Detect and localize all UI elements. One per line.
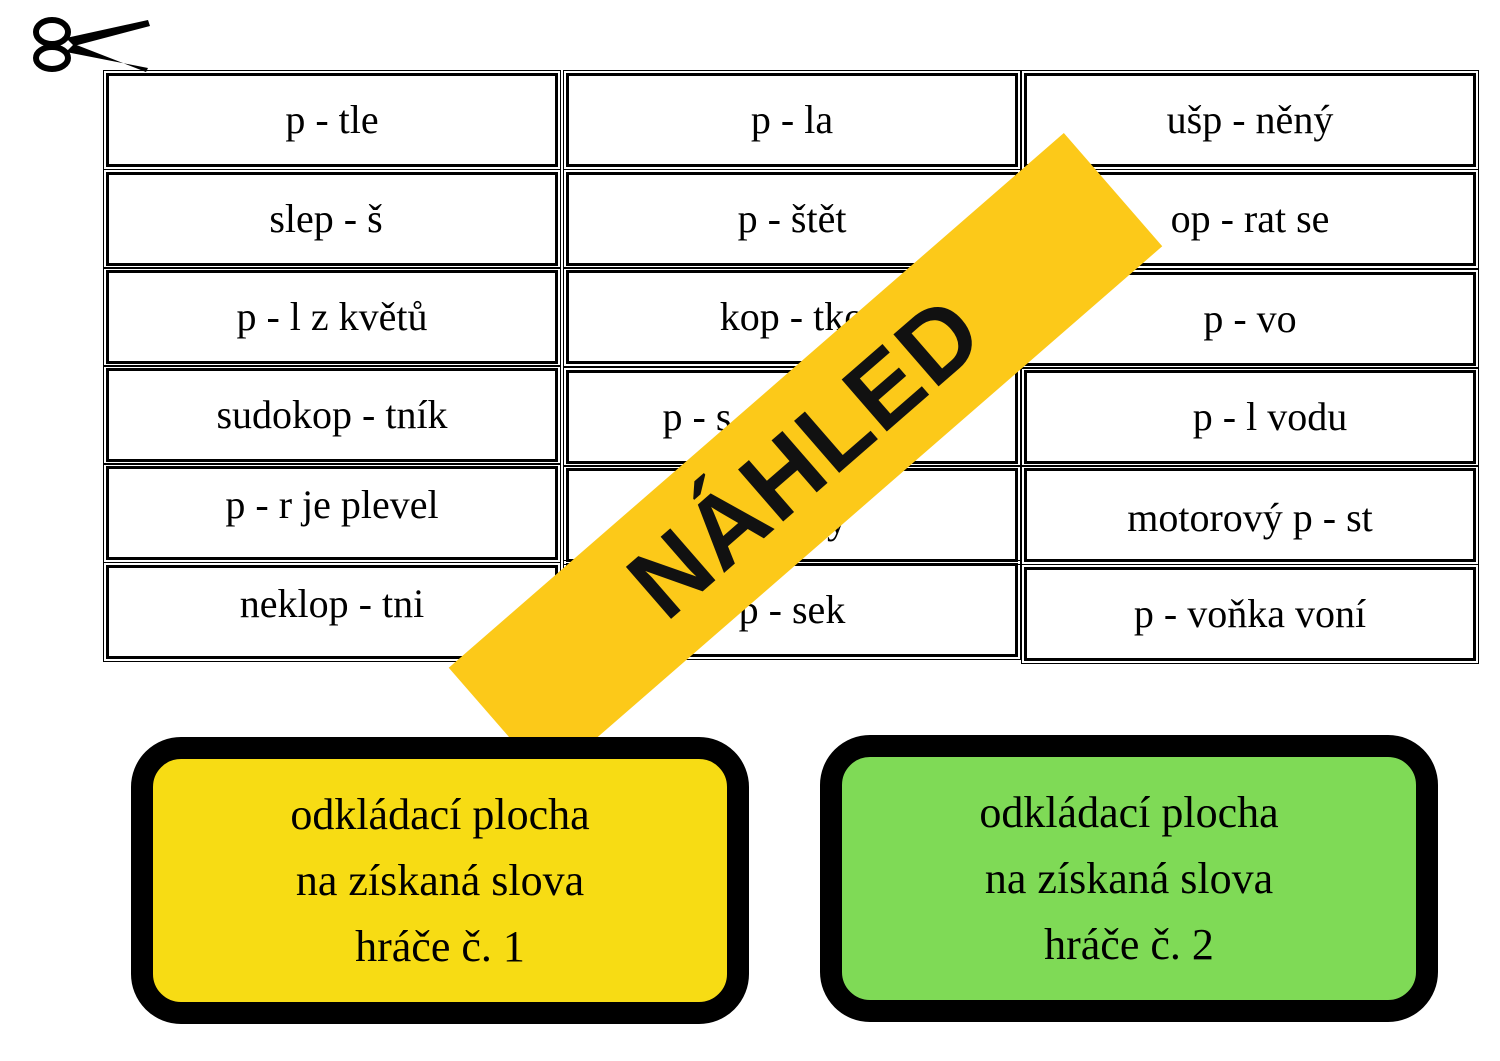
player-2-discard-area[interactable]: odkládací plocha na získaná slova hráče … [820,735,1438,1022]
word-card-text: op - rat se [1170,196,1330,241]
pile-line: na získaná slova [984,853,1274,903]
word-card-text: p - tle [285,97,379,142]
scissors-icon [33,17,150,72]
word-card-text: ušp - něný [1166,97,1334,142]
word-card-text: sudokop - tník [216,392,448,437]
word-card[interactable]: slep - š [103,169,561,269]
word-card[interactable]: ušp - něný [1021,70,1479,170]
word-card-text: p - s [662,394,732,439]
word-card[interactable]: p - tle [103,70,561,170]
word-card[interactable]: p - l vodu [1021,367,1479,467]
pile-line: hráče č. 1 [355,921,525,971]
pile-line: odkládací plocha [979,787,1279,837]
word-card[interactable]: p - voňka voní [1021,564,1479,664]
word-card-text: neklop - tni [239,581,425,626]
word-card-text: p - štět [737,196,847,241]
word-card-text: p - l vodu [1192,394,1348,439]
word-card-text: p - l z květů [236,294,428,339]
word-card[interactable]: p - la [563,70,1021,170]
pile-line: odkládací plocha [290,789,590,839]
word-card-text: p - r je plevel [225,482,439,527]
player-1-discard-area[interactable]: odkládací plocha na získaná slova hráče … [131,737,749,1024]
word-card-text: motorový p - st [1127,495,1373,540]
word-card-text: slep - š [269,196,383,241]
pile-line: na získaná slova [295,855,585,905]
word-card[interactable]: p - r je plevel [103,463,561,563]
word-card-text: p - vo [1203,296,1297,341]
word-card[interactable]: p - l z květů [103,267,561,367]
pile-line: hráče č. 2 [1044,919,1214,969]
word-card[interactable]: motorový p - st [1021,465,1479,565]
word-card[interactable]: sudokop - tník [103,365,561,465]
word-card-text: p - voňka voní [1133,591,1367,636]
word-card-text: p - la [750,97,834,142]
